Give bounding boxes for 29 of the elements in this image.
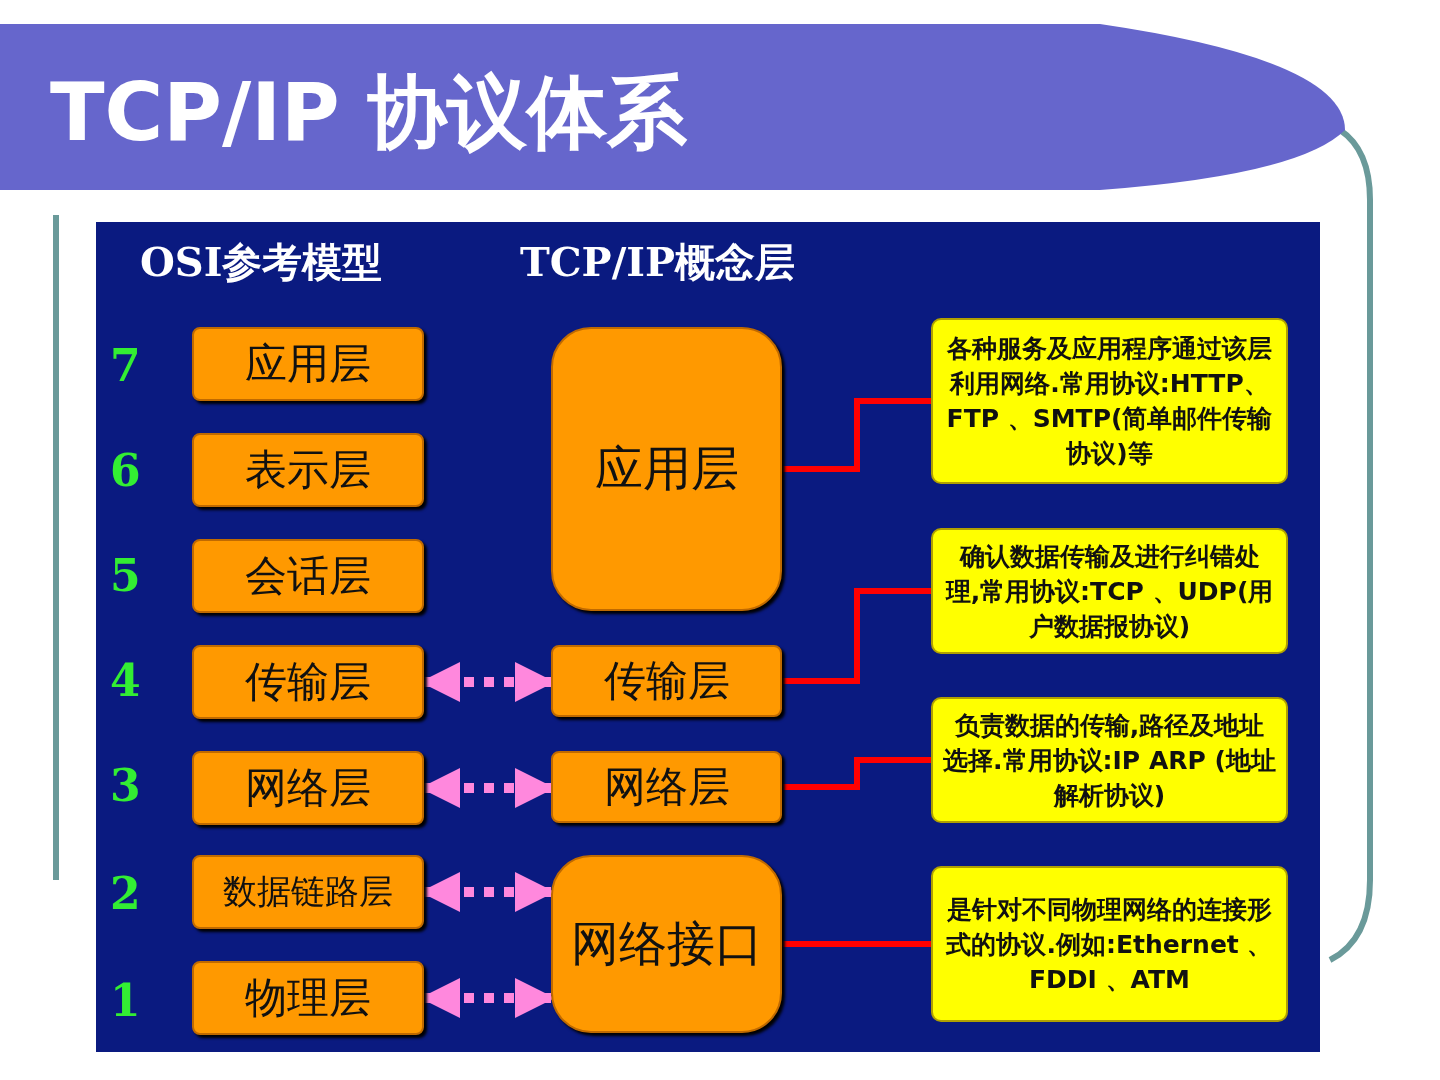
layer-number: 5 [110,550,141,601]
note-box: 负责数据的传输,路径及地址选择.常用协议:IP ARP (地址解析协议) [931,697,1288,823]
osi-layer-box: 网络层 [192,751,424,825]
osi-layer-box: 数据链路层 [192,855,424,929]
title: TCP/IP 协议体系 [50,65,688,161]
tcpip-layer-box: 传输层 [551,645,782,717]
osi-layer-box: 会话层 [192,539,424,613]
connector-line [782,757,931,790]
layer-number: 7 [110,340,141,391]
connector-line [782,941,931,947]
layer-number: 2 [110,868,141,919]
osi-layer-box: 物理层 [192,961,424,1035]
layer-number: 3 [110,760,141,811]
osi-layer-box: 传输层 [192,645,424,719]
column-heading: OSI参考模型 [140,237,383,287]
osi-layer-box: 应用层 [192,327,424,401]
note-box: 是针对不同物理网络的连接形式的协议.例如:Ethernet 、FDDI 、ATM [931,866,1288,1022]
layer-number: 4 [110,655,141,706]
connector-line [782,588,931,684]
note-box: 各种服务及应用程序通过该层利用网络.常用协议:HTTP、FTP 、SMTP(简单邮件传输协议)等 [931,318,1288,484]
tcpip-layer-box: 应用层 [551,327,782,611]
tcpip-layer-box: 网络层 [551,751,782,823]
note-box: 确认数据传输及进行纠错处理,常用协议:TCP 、UDP(用户数据报协议) [931,528,1288,654]
tcpip-layer-box: 网络接口 [551,855,782,1033]
layer-number: 6 [110,445,141,496]
column-heading: TCP/IP概念层 [520,237,796,287]
connector-line [782,398,931,472]
osi-layer-box: 表示层 [192,433,424,507]
layer-number: 1 [110,975,141,1026]
